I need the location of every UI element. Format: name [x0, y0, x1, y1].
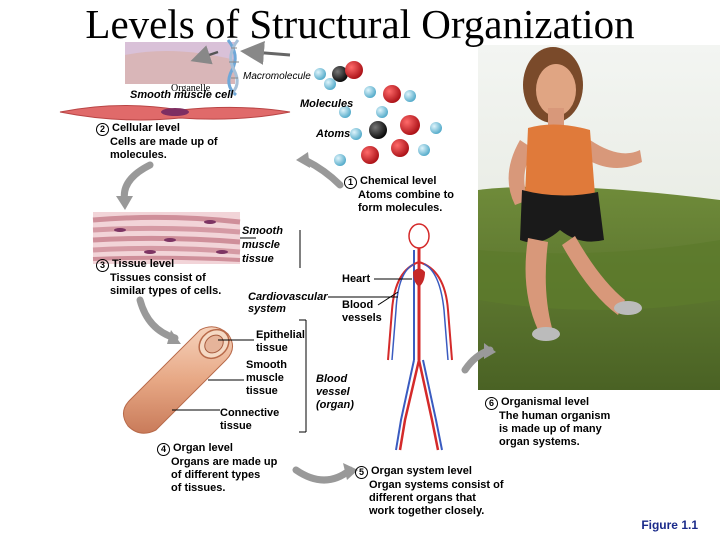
step-text-line: Organs are made up [171, 456, 278, 468]
blood-vessel-organ-label-3: (organ) [316, 399, 354, 411]
macromolecule-illustration [190, 39, 291, 97]
organ-smooth-label-1: Smooth [246, 359, 287, 371]
step-number-badge: 5 [355, 466, 368, 479]
cardiovascular-label-2: system [248, 303, 286, 315]
step-text-line: different organs that [369, 492, 476, 504]
step-heading: Organ system level [371, 465, 472, 477]
atoms-molecules-illustration [314, 61, 442, 166]
smooth-muscle-tissue-illustration [92, 212, 241, 264]
connective-label-1: Connective [220, 407, 280, 419]
leader-lines [172, 230, 307, 433]
step-number-badge: 6 [485, 397, 498, 410]
step-text-line: work together closely. [369, 505, 485, 517]
tissue-smooth-label-1: Smooth [242, 225, 283, 237]
step-text-line: The human organism [499, 410, 611, 422]
macromolecule-label: Macromolecule [243, 71, 311, 82]
step-text-line: Cells are made up of [110, 136, 218, 148]
page-title: Levels of Structural Organization [85, 1, 635, 47]
flow-arrow-heads [116, 152, 496, 480]
step-number-badge: 4 [157, 443, 170, 456]
blood-vessels-label-2: vessels [342, 312, 382, 324]
blood-vessels-label-1: Blood [342, 299, 374, 311]
smooth-muscle-cell-label: Smooth muscle cell [130, 89, 234, 101]
step-heading: Chemical level [360, 175, 437, 187]
step-text-line: form molecules. [358, 202, 443, 214]
blood-vessel-organ-label-1: Blood [316, 373, 348, 385]
atoms-label: Atoms [316, 128, 351, 140]
step-text-line: organ systems. [499, 436, 580, 448]
step-heading: Organ level [173, 442, 233, 454]
figure-label: Figure 1.1 [641, 518, 698, 532]
organelle-label: Organelle [171, 83, 211, 94]
step-heading: Organismal level [501, 396, 590, 408]
step-heading: Tissue level [112, 258, 175, 270]
step-text-line: Organ systems consist of [369, 479, 504, 491]
step-heading: Cellular level [112, 122, 180, 134]
cardiovascular-label-1: Cardiovascular [248, 291, 328, 303]
step-text-line: of tissues. [171, 482, 226, 494]
step-text-line: of different types [171, 469, 261, 481]
organ-smooth-label-2: muscle [246, 372, 284, 384]
step-text-line: Atoms combine to [358, 189, 454, 201]
epithelial-label-2: tissue [256, 342, 288, 354]
runner-photo [478, 45, 720, 390]
step-text-line: similar types of cells. [110, 285, 222, 297]
blood-vessel-organ-illustration [123, 326, 233, 434]
step-number-badge: 2 [96, 123, 109, 136]
step-text-line: is made up of many [499, 423, 602, 435]
tissue-smooth-label-2: muscle [242, 239, 280, 251]
step-number-badge: 3 [96, 259, 109, 272]
organ-smooth-label-3: tissue [246, 385, 278, 397]
connective-label-2: tissue [220, 420, 252, 432]
epithelial-label-1: Epithelial [256, 329, 305, 341]
step-number-badge: 1 [344, 176, 357, 189]
step-text-line: molecules. [110, 149, 167, 161]
heart-label: Heart [342, 273, 371, 285]
cardiovascular-system-illustration [328, 223, 453, 451]
blood-vessel-organ-label-2: vessel [316, 386, 350, 398]
molecules-label: Molecules [300, 98, 354, 110]
tissue-smooth-label-3: tissue [242, 253, 274, 265]
step-text-line: Tissues consist of [110, 272, 206, 284]
